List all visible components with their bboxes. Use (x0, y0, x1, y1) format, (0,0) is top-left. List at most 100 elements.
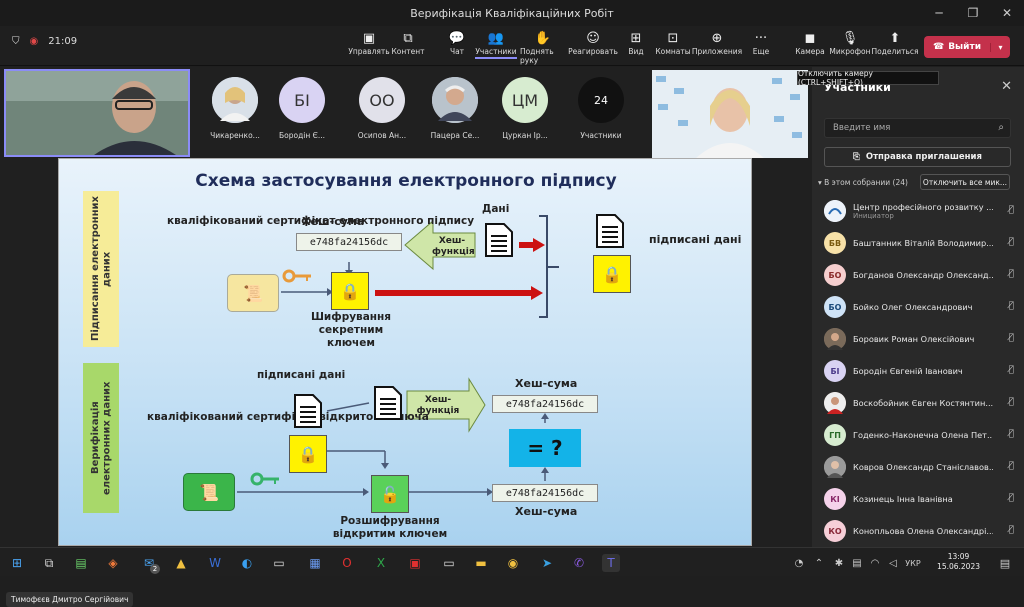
screen-share-icon: ▣ (362, 31, 376, 46)
view-button[interactable]: ⊞Вид (628, 31, 644, 56)
mic-off-icon: 🎙̸ (1008, 301, 1014, 311)
search-input[interactable]: Введите имя⌕ (824, 118, 1011, 138)
notifications-icon[interactable]: ▤ (999, 556, 1011, 570)
tray-icons[interactable]: ◔ (794, 557, 804, 569)
rooms-icon: ⊡ (667, 31, 679, 46)
certificate-icon: 📜 (183, 473, 235, 511)
participant-tile[interactable]: БІ Бородін Є... (272, 77, 332, 140)
participant-photo-icon (432, 77, 478, 123)
lock-icon: 🔒 (331, 272, 369, 310)
mail-icon[interactable]: ✉ (143, 556, 155, 570)
participant-row[interactable]: Ковров Олександр Станіславов...🎙̸ (824, 453, 1014, 481)
participant-row[interactable]: Боровик Роман Олексійович🎙̸ (824, 325, 1014, 353)
participant-row[interactable]: Воскобойник Євген Костянтин...🎙̸ (824, 389, 1014, 417)
org-logo-icon (824, 200, 846, 222)
avatar: ГП (824, 424, 846, 446)
participants-button[interactable]: 👥Участники (473, 30, 519, 64)
manage-button[interactable]: ▣Управлять (348, 31, 390, 56)
lock-icon: 🔒 (289, 435, 327, 473)
chat-button[interactable]: 💬Чат (448, 31, 466, 56)
excel-icon[interactable]: X (376, 556, 386, 570)
mic-off-icon: 🎙̸ (1008, 397, 1014, 407)
send-invite-button[interactable]: ⎘Отправка приглашения (824, 147, 1011, 167)
viber-icon[interactable]: ✆ (573, 556, 585, 570)
mic-off-icon: 🎙̸ (1008, 205, 1014, 215)
key-icon (250, 472, 279, 486)
teams-icon[interactable]: T (602, 554, 620, 572)
calculator-icon[interactable]: ▤ (75, 556, 87, 570)
apps-button[interactable]: ⊕Приложения (691, 31, 743, 56)
shared-slide: Схема застосування електронного підпису … (58, 158, 752, 546)
pdf-icon[interactable]: ▣ (409, 556, 421, 570)
mic-button[interactable]: 🎙Микрофон (829, 31, 871, 56)
volume-icon[interactable]: ◁ (889, 557, 897, 569)
content-button[interactable]: ⧉Контент (391, 31, 425, 56)
certificate-icon: 📜 (227, 274, 279, 312)
mic-off-icon: 🎙̸ (1008, 429, 1014, 439)
tray-icons[interactable]: ⌃ (814, 557, 824, 569)
camera-button[interactable]: ◼Камера (795, 31, 825, 56)
app-icon[interactable]: ▲ (176, 556, 186, 570)
chrome-icon[interactable]: ◉ (507, 556, 519, 570)
close-window-icon[interactable]: ✕ (1001, 6, 1013, 20)
windows-start-icon[interactable]: ⊞ (11, 556, 23, 570)
chat-icon: 💬 (448, 31, 466, 46)
qualified-cert-public-label: кваліфікований сертифікат відкритого клю… (147, 411, 429, 423)
leave-button[interactable]: ☎Выйти ▾ (924, 36, 1010, 58)
telegram-icon[interactable]: ➤ (541, 556, 553, 570)
meeting-stage: Чикаренко... БІ Бородін Є... ОО Осипов А… (0, 67, 812, 607)
wifi-icon[interactable]: ◠ (870, 557, 880, 569)
participants-panel: Участники ✕ Введите имя⌕ ⎘Отправка пригл… (812, 67, 1024, 547)
document-icon (485, 223, 513, 257)
participant-tile[interactable]: ЦМ Цуркан Ір... (495, 77, 555, 140)
participant-row[interactable]: Центр професійного розвитку ...Инициатор… (824, 197, 1014, 225)
participants-overflow-tile[interactable]: 24 Участники (571, 77, 631, 140)
word-icon[interactable]: W (209, 556, 221, 570)
participant-tile[interactable]: ОО Осипов Ан... (352, 77, 412, 140)
bluetooth-icon[interactable]: ✱ (834, 557, 844, 569)
participant-tile[interactable]: Пацера Се... (425, 77, 485, 140)
react-button[interactable]: ☺Реагировать (568, 31, 618, 56)
hash-value-2: e748fa24156dc (492, 395, 598, 413)
file-icon[interactable]: ▭ (273, 556, 285, 570)
app-icon[interactable]: ▦ (309, 556, 321, 570)
chevron-down-icon[interactable]: ▾ (990, 42, 1010, 52)
language-indicator[interactable]: УКР (905, 558, 921, 568)
signed-data-label-2: підписані дані (257, 369, 346, 381)
folder-icon[interactable]: ▬ (475, 556, 487, 570)
app-icon[interactable]: ▭ (443, 556, 455, 570)
maximize-icon[interactable]: ❐ (967, 6, 979, 20)
app-icon[interactable]: ◈ (108, 556, 118, 570)
document-icon (374, 386, 402, 420)
self-video[interactable] (4, 69, 190, 157)
document-icon (596, 214, 624, 248)
mic-icon: 🎙 (841, 31, 859, 46)
meeting-toolbar: ⛉ ◉ 21:09 ▣Управлять ⧉Контент 💬Чат 👥Учас… (0, 26, 1024, 66)
mute-all-button[interactable]: Отключить все мик... (920, 174, 1010, 190)
self-name-label: Тимофєєв Дмитро Сергійович (6, 592, 134, 607)
close-icon[interactable]: ✕ (1001, 79, 1012, 94)
task-view-icon[interactable]: ⧉ (44, 555, 54, 570)
recording-icon: ◉ (29, 36, 39, 47)
rooms-button[interactable]: ⊡Комнаты (655, 31, 691, 56)
speaker-video[interactable] (652, 70, 808, 158)
edge-icon[interactable]: ◐ (241, 556, 253, 570)
participant-tile[interactable]: Чикаренко... (205, 77, 265, 140)
avatar: БО (824, 264, 846, 286)
section-header[interactable]: ▾ В этом собрании (24) (818, 178, 908, 187)
more-button[interactable]: ···Еще (752, 31, 770, 56)
opera-icon[interactable]: O (342, 556, 352, 570)
raise-hand-button[interactable]: ✋Поднять руку (520, 31, 554, 65)
tray-icons[interactable]: ▤ (852, 557, 862, 569)
minimize-icon[interactable]: ─ (935, 6, 943, 20)
mic-off-icon: 🎙̸ (1008, 333, 1014, 343)
share-button[interactable]: ⬆Поделиться (871, 31, 919, 56)
